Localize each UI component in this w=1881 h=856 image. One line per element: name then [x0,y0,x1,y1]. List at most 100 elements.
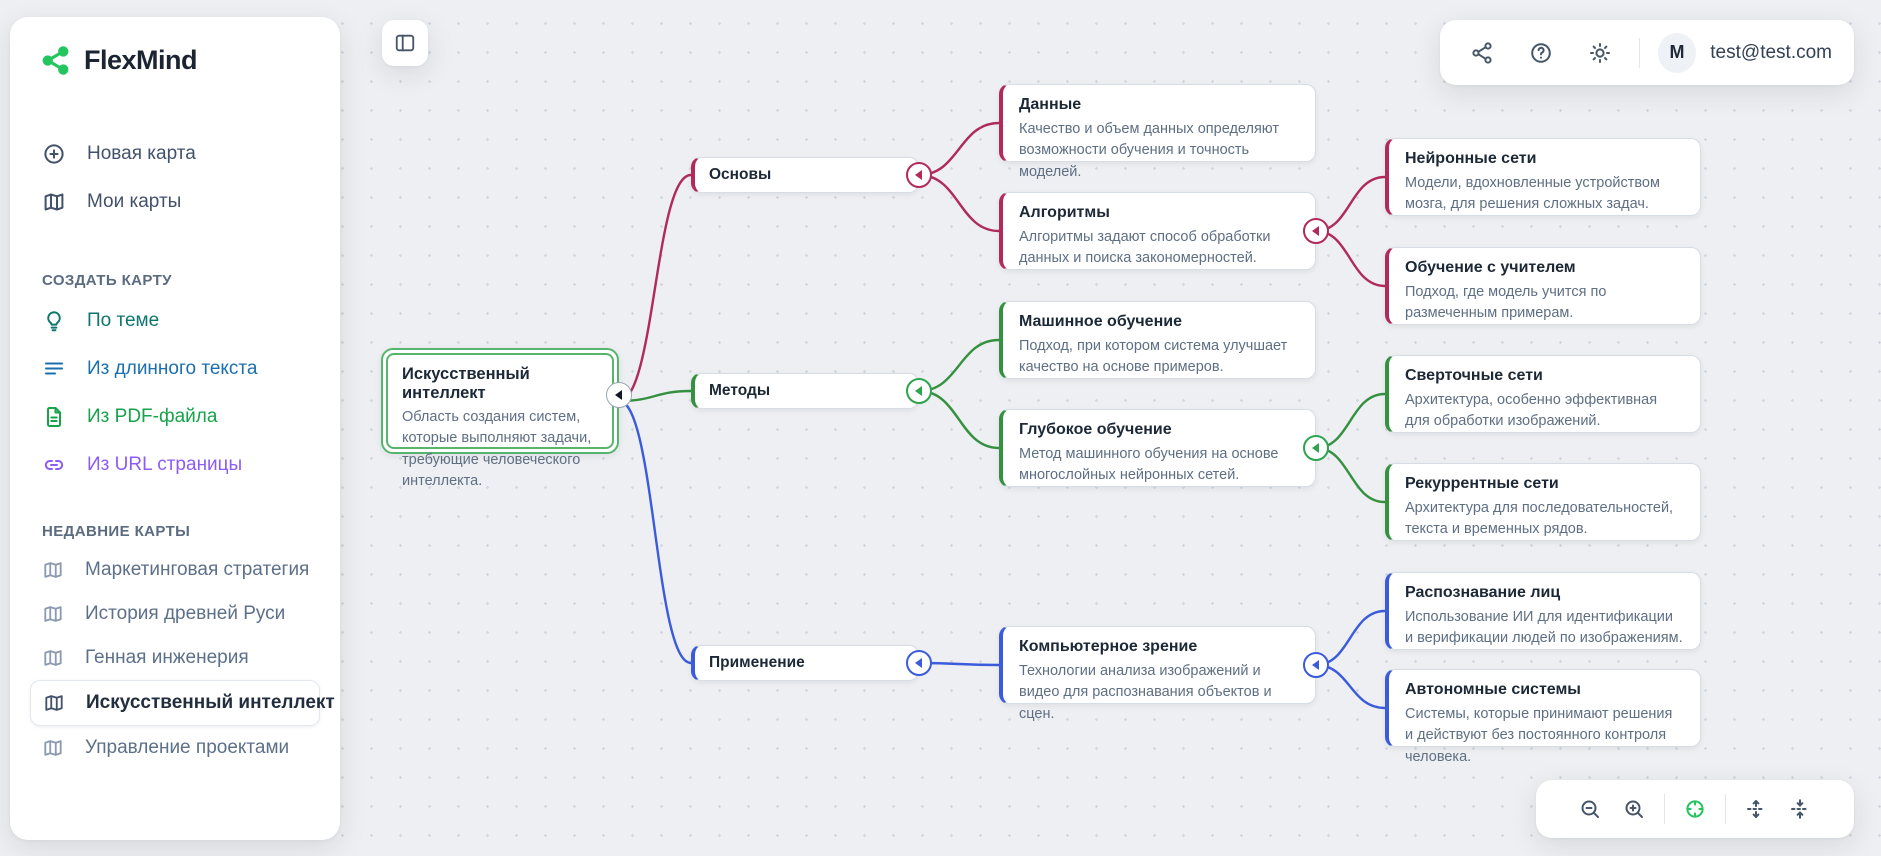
edge-algoritmy-obuchenie [1314,229,1387,288]
zoom-in-icon [1625,800,1643,818]
sidebar-item-label: По теме [87,310,160,331]
node-description: Подход, при котором система улучшает кач… [1019,338,1288,376]
sidebar-item-my-maps[interactable]: Мои карты [30,178,320,226]
collapse-node-button[interactable] [906,162,932,188]
lightbulb-icon [47,311,61,332]
expand-vertical-icon [1747,800,1765,818]
mindmap-node-obuchenie[interactable]: Обучение с учителем Подход, где модель у… [1385,247,1701,325]
edge-osnovy-algoritmy [917,173,1001,233]
edge-root-osnovy [617,173,693,403]
help-button[interactable] [1521,32,1562,74]
user-email: test@test.com [1710,41,1832,63]
node-title: Применение [709,654,805,671]
collapse-node-button[interactable] [1303,652,1329,678]
node-description: Модели, вдохновленные устройством мозга,… [1405,175,1660,213]
mindmap-node-algoritmy[interactable]: Алгоритмы Алгоритмы задают способ обрабо… [999,192,1316,270]
collapse-node-button[interactable] [1303,218,1329,244]
flexmind-logo-icon [42,46,69,75]
link-icon [44,460,64,470]
node-title: Основы [709,166,772,183]
share-icon [1472,41,1492,64]
node-description: Алгоритмы задают способ обработки данных… [1019,229,1271,267]
collapse-node-button[interactable] [606,382,632,408]
node-title: Данные [1019,96,1082,113]
sidebar-item-label: Искусственный интеллект [86,692,335,713]
collapse-arrow-icon [1311,443,1319,453]
sidebar-item-recent-map[interactable]: Управление проектами [30,726,320,770]
share-button[interactable] [1462,32,1503,74]
mindmap-node-primenenie[interactable]: Применение [691,645,919,681]
sun-icon [1590,42,1611,63]
sidebar: FlexMind Новая карта Мои карты СОЗДАТЬ К… [10,17,340,840]
node-description: Подход, где модель учится по размеченным… [1405,284,1607,322]
zoom-in-button[interactable] [1612,787,1656,831]
sidebar-item-label: Из длинного текста [87,358,258,379]
expand-all-button[interactable] [1734,787,1778,831]
theme-toggle-button[interactable] [1580,32,1621,74]
mindmap-node-dannye[interactable]: Данные Качество и объем данных определяю… [999,84,1316,180]
node-description: Качество и объем данных определяют возмо… [1019,121,1279,180]
edge-osnovy-dannye [917,121,1001,177]
mindmap-node-neyronnye[interactable]: Нейронные сети Модели, вдохновленные уст… [1385,138,1701,216]
zoom-out-icon [1581,800,1599,818]
mindmap-node-metody[interactable]: Методы [691,373,919,409]
mindmap-node-svertochnye[interactable]: Сверточные сети Архитектура, особенно эф… [1385,355,1701,433]
sidebar-item-from-long-text[interactable]: Из длинного текста [30,345,320,393]
sidebar-item-from-pdf[interactable]: Из PDF-файла [30,393,320,441]
mindmap-node-raspoznavanie[interactable]: Распознавание лиц Использование ИИ для и… [1385,572,1701,650]
mindmap-node-avtonomnye[interactable]: Автономные системы Системы, которые прин… [1385,669,1701,765]
node-title: Сверточные сети [1405,367,1543,384]
sidebar-item-recent-map[interactable]: Маркетинговая стратегия [30,548,320,592]
mindmap-node-osnovy[interactable]: Основы [691,157,919,193]
node-title: Рекуррентные сети [1405,475,1559,492]
collapse-arrow-icon [914,386,922,396]
map-icon [44,740,62,756]
file-icon [47,407,61,427]
collapse-node-button[interactable] [1303,435,1329,461]
sidebar-item-label: Новая карта [87,143,196,164]
node-title: Методы [709,382,771,399]
sidebar-item-label: Из URL страницы [87,454,243,475]
collapse-node-button[interactable] [906,378,932,404]
divider [1664,794,1665,824]
recent-section-title: НЕДАВНИЕ КАРТЫ [42,523,191,540]
sidebar-item-recent-map-active[interactable]: Искусственный интеллект [30,680,335,726]
mindmap-node-glubokoe[interactable]: Глубокое обучение Метод машинного обучен… [999,409,1316,487]
edge-glubokoe-rekurrentnye [1314,446,1387,504]
sidebar-item-label: Маркетинговая стратегия [85,559,310,580]
node-description: Архитектура для последовательностей, тек… [1405,500,1674,538]
sidebar-item-by-topic[interactable]: По теме [30,297,320,345]
center-map-button[interactable] [1673,787,1717,831]
mindmap-node-mashinnoe[interactable]: Машинное обучение Подход, при котором си… [999,301,1316,379]
zoom-out-button[interactable] [1568,787,1612,831]
mindmap-node-kompyuternoe[interactable]: Компьютерное зрение Технологии анализа и… [999,626,1316,722]
collapse-arrow-icon [1311,660,1319,670]
avatar-initial: M [1669,42,1685,62]
sidebar-item-new-map[interactable]: Новая карта [30,130,320,178]
node-title: Алгоритмы [1019,204,1110,221]
node-description: Архитектура, особенно эффективная для об… [1405,392,1658,430]
sidebar-item-from-url[interactable]: Из URL страницы [30,441,320,489]
sidebar-item-label: История древней Руси [85,603,286,624]
collapse-arrow-icon [914,170,922,180]
sidebar-item-label: Генная инженерия [85,647,249,668]
help-circle-icon [1531,42,1552,63]
avatar[interactable]: M [1657,32,1697,73]
sidebar-item-recent-map[interactable]: История древней Руси [30,592,320,636]
sidebar-item-label: Из PDF-файла [87,406,218,427]
collapse-vertical-icon [1791,799,1809,819]
sidebar-item-recent-map[interactable]: Генная инженерия [30,636,320,680]
collapse-arrow-icon [1311,226,1319,236]
node-title: Компьютерное зрение [1019,638,1198,655]
top-right-toolbar: M test@test.com [1440,20,1854,85]
map-icon [44,193,64,211]
node-title: Распознавание лиц [1405,584,1561,601]
sidebar-item-label: Мои карты [87,191,182,212]
collapse-node-button[interactable] [906,650,932,676]
mindmap-node-root[interactable]: Искусственный интеллект Область создания… [381,348,619,489]
mindmap-node-rekurrentnye[interactable]: Рекуррентные сети Архитектура для послед… [1385,463,1701,541]
map-icon [44,650,62,666]
collapse-all-button[interactable] [1778,787,1822,831]
create-section-title: СОЗДАТЬ КАРТУ [42,272,172,289]
sidebar-toggle-button[interactable] [382,20,428,66]
